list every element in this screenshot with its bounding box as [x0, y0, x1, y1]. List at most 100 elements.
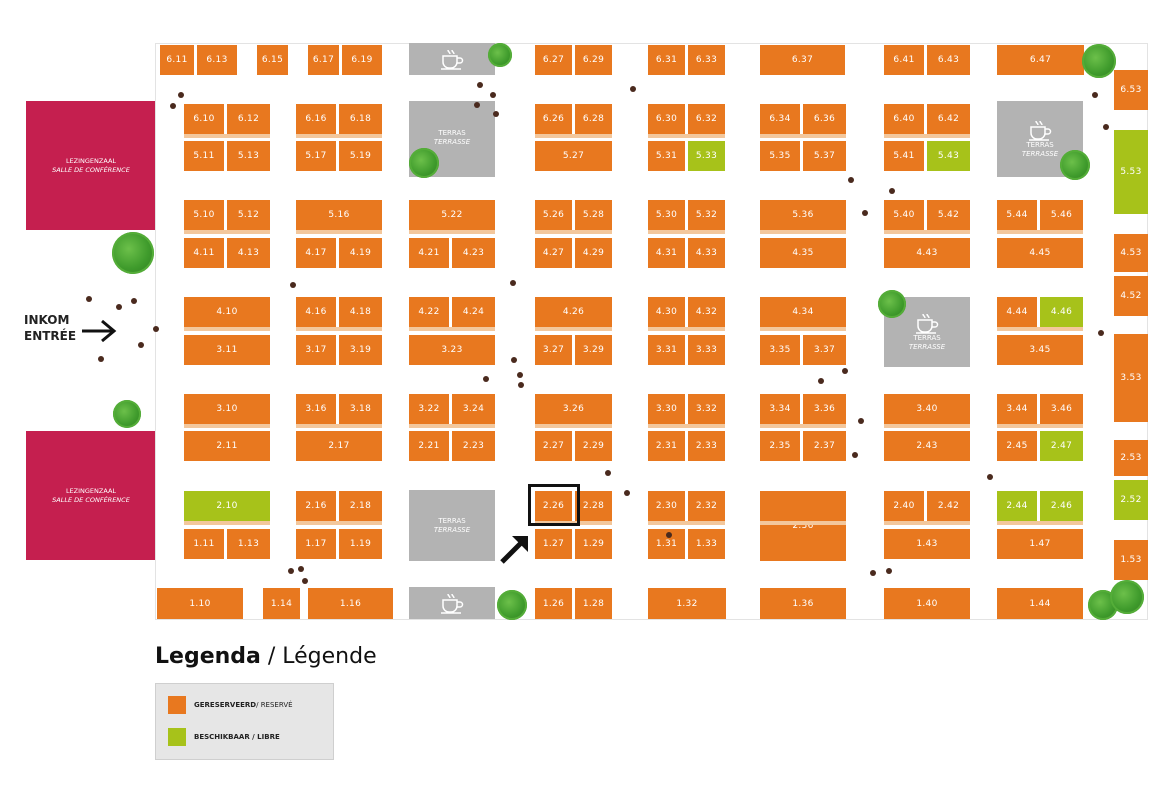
booth-6-17[interactable]: 6.17	[308, 45, 339, 75]
booth-2-42[interactable]: 2.42	[927, 491, 970, 521]
booth-3-19[interactable]: 3.19	[339, 335, 382, 365]
booth-2-10[interactable]: 2.10	[184, 491, 270, 521]
booth-1-13[interactable]: 1.13	[227, 529, 270, 559]
booth-4-17[interactable]: 4.17	[296, 238, 336, 268]
booth-5-13[interactable]: 5.13	[227, 141, 270, 171]
booth-4-44[interactable]: 4.44	[997, 297, 1037, 327]
booth-2-43[interactable]: 2.43	[884, 431, 970, 461]
booth-6-26[interactable]: 6.26	[535, 104, 572, 134]
booth-5-40[interactable]: 5.40	[884, 200, 924, 230]
booth-2-23[interactable]: 2.23	[452, 431, 495, 461]
booth-2-21[interactable]: 2.21	[409, 431, 449, 461]
booth-3-24[interactable]: 3.24	[452, 394, 495, 424]
booth-3-44[interactable]: 3.44	[997, 394, 1037, 424]
booth-3-34[interactable]: 3.34	[760, 394, 800, 424]
booth-6-34[interactable]: 6.34	[760, 104, 800, 134]
booth-5-28[interactable]: 5.28	[575, 200, 612, 230]
booth-6-47[interactable]: 6.47	[997, 45, 1084, 75]
booth-1-36[interactable]: 1.36	[760, 588, 846, 619]
booth-4-35[interactable]: 4.35	[760, 238, 846, 268]
booth-6-30[interactable]: 6.30	[648, 104, 685, 134]
booth-5-30[interactable]: 5.30	[648, 200, 685, 230]
booth-2-33[interactable]: 2.33	[688, 431, 725, 461]
booth-3-45[interactable]: 3.45	[997, 335, 1083, 365]
booth-3-16[interactable]: 3.16	[296, 394, 336, 424]
booth-6-37[interactable]: 6.37	[760, 45, 845, 75]
booth-2-26[interactable]: 2.26	[535, 491, 572, 521]
booth-4-16[interactable]: 4.16	[296, 297, 336, 327]
booth-2-44[interactable]: 2.44	[997, 491, 1037, 521]
booth-4-18[interactable]: 4.18	[339, 297, 382, 327]
booth-6-53[interactable]: 6.53	[1114, 70, 1148, 110]
booth-1-17[interactable]: 1.17	[296, 529, 336, 559]
booth-1-29[interactable]: 1.29	[575, 529, 612, 559]
booth-4-33[interactable]: 4.33	[688, 238, 725, 268]
booth-2-52[interactable]: 2.52	[1114, 480, 1148, 520]
booth-6-33[interactable]: 6.33	[688, 45, 725, 75]
booth-6-19[interactable]: 6.19	[342, 45, 382, 75]
booth-3-33[interactable]: 3.33	[688, 335, 725, 365]
booth-3-32[interactable]: 3.32	[688, 394, 725, 424]
booth-4-31[interactable]: 4.31	[648, 238, 685, 268]
booth-6-42[interactable]: 6.42	[927, 104, 970, 134]
booth-1-40[interactable]: 1.40	[884, 588, 970, 619]
booth-6-12[interactable]: 6.12	[227, 104, 270, 134]
booth-1-14[interactable]: 1.14	[263, 588, 300, 619]
booth-6-11[interactable]: 6.11	[160, 45, 194, 75]
booth-3-30[interactable]: 3.30	[648, 394, 685, 424]
booth-4-32[interactable]: 4.32	[688, 297, 725, 327]
booth-4-43[interactable]: 4.43	[884, 238, 970, 268]
booth-5-33[interactable]: 5.33	[688, 141, 725, 171]
booth-5-37[interactable]: 5.37	[803, 141, 846, 171]
booth-5-22[interactable]: 5.22	[409, 200, 495, 230]
booth-2-27[interactable]: 2.27	[535, 431, 572, 461]
booth-3-29[interactable]: 3.29	[575, 335, 612, 365]
booth-5-32[interactable]: 5.32	[688, 200, 725, 230]
booth-3-40[interactable]: 3.40	[884, 394, 970, 424]
coffee-terrace-top[interactable]	[409, 43, 495, 75]
booth-4-23[interactable]: 4.23	[452, 238, 495, 268]
booth-3-35[interactable]: 3.35	[760, 335, 800, 365]
booth-5-53[interactable]: 5.53	[1114, 130, 1148, 214]
booth-2-53[interactable]: 2.53	[1114, 440, 1148, 476]
booth-6-13[interactable]: 6.13	[197, 45, 237, 75]
booth-4-10[interactable]: 4.10	[184, 297, 270, 327]
booth-1-47[interactable]: 1.47	[997, 529, 1083, 559]
booth-1-11[interactable]: 1.11	[184, 529, 224, 559]
booth-3-17[interactable]: 3.17	[296, 335, 336, 365]
booth-2-40[interactable]: 2.40	[884, 491, 924, 521]
booth-5-31[interactable]: 5.31	[648, 141, 685, 171]
booth-6-32[interactable]: 6.32	[688, 104, 725, 134]
booth-2-46[interactable]: 2.46	[1040, 491, 1083, 521]
booth-2-16[interactable]: 2.16	[296, 491, 336, 521]
booth-4-34[interactable]: 4.34	[760, 297, 846, 327]
booth-1-44[interactable]: 1.44	[997, 588, 1083, 619]
booth-3-22[interactable]: 3.22	[409, 394, 449, 424]
booth-2-30[interactable]: 2.30	[648, 491, 685, 521]
booth-4-13[interactable]: 4.13	[227, 238, 270, 268]
booth-2-35[interactable]: 2.35	[760, 431, 800, 461]
booth-6-43[interactable]: 6.43	[927, 45, 970, 75]
booth-2-45[interactable]: 2.45	[997, 431, 1037, 461]
booth-3-18[interactable]: 3.18	[339, 394, 382, 424]
coffee-terrace-bottom[interactable]	[409, 587, 495, 619]
booth-1-16[interactable]: 1.16	[308, 588, 393, 619]
booth-1-43[interactable]: 1.43	[884, 529, 970, 559]
booth-2-18[interactable]: 2.18	[339, 491, 382, 521]
booth-5-44[interactable]: 5.44	[997, 200, 1037, 230]
booth-4-24[interactable]: 4.24	[452, 297, 495, 327]
booth-2-17[interactable]: 2.17	[296, 431, 382, 461]
booth-6-28[interactable]: 6.28	[575, 104, 612, 134]
booth-5-11[interactable]: 5.11	[184, 141, 224, 171]
booth-1-19[interactable]: 1.19	[339, 529, 382, 559]
booth-6-27[interactable]: 6.27	[535, 45, 572, 75]
booth-4-22[interactable]: 4.22	[409, 297, 449, 327]
booth-6-41[interactable]: 6.41	[884, 45, 924, 75]
conference-room-top[interactable]: LEZINGENZAAL SALLE DE CONFÉRENCE	[26, 101, 156, 230]
booth-3-11[interactable]: 3.11	[184, 335, 270, 365]
booth-4-45[interactable]: 4.45	[997, 238, 1083, 268]
booth-5-43[interactable]: 5.43	[927, 141, 970, 171]
booth-3-46[interactable]: 3.46	[1040, 394, 1083, 424]
booth-2-28[interactable]: 2.28	[575, 491, 612, 521]
